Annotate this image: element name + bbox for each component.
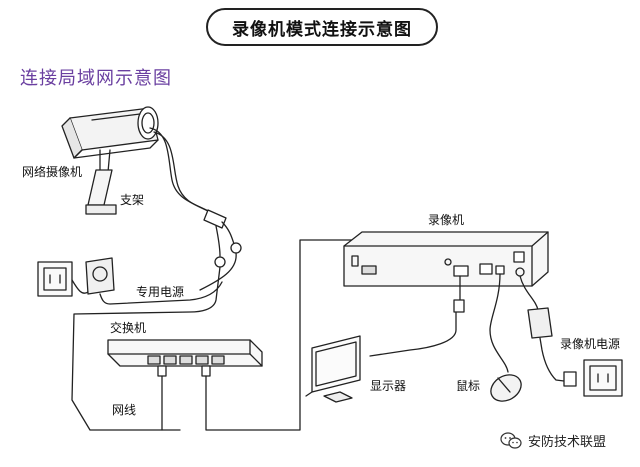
label-recorder: 录像机 xyxy=(428,213,464,227)
label-bracket: 支架 xyxy=(120,193,144,207)
video-recorder xyxy=(343,231,549,287)
recorder-power-adapter xyxy=(527,307,577,387)
mouse xyxy=(490,374,522,402)
label-mouse: 鼠标 xyxy=(456,379,480,393)
diagram-subtitle: 连接局域网示意图 xyxy=(20,68,172,89)
watermark-text: 安防技术联盟 xyxy=(528,435,607,450)
wall-outlet-right xyxy=(583,359,623,397)
label-power-adapter: 专用电源 xyxy=(136,284,184,299)
network-camera xyxy=(61,106,159,173)
power-adapter xyxy=(71,257,223,305)
label-camera: 网络摄像机 xyxy=(22,164,82,179)
label-recorder-power: 录像机电源 xyxy=(560,337,620,351)
camera-bracket xyxy=(85,169,117,215)
wall-outlet-left xyxy=(37,261,73,297)
watermark: 安防技术联盟 xyxy=(500,431,606,450)
network-switch xyxy=(107,339,263,377)
diagram-title: 录像机模式连接示意图 xyxy=(206,8,438,46)
label-monitor: 显示器 xyxy=(370,379,406,393)
wechat-icon xyxy=(500,431,522,449)
monitor xyxy=(305,335,361,403)
label-switch: 交换机 xyxy=(110,320,146,335)
label-cable: 网线 xyxy=(112,403,136,417)
